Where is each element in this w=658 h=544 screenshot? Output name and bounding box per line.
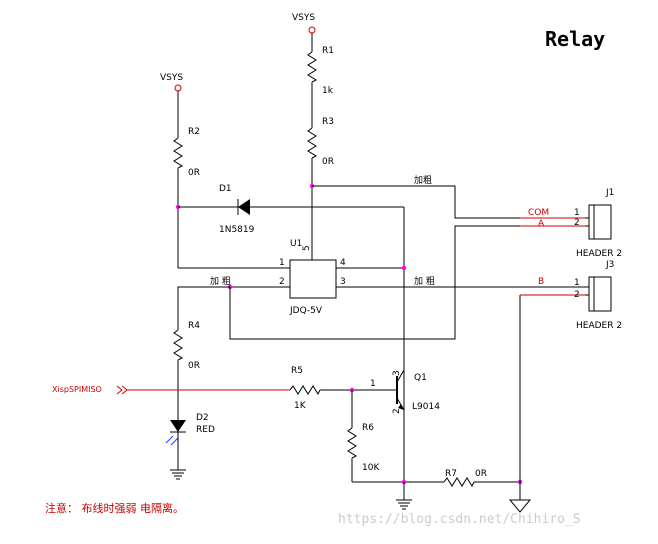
j1-part: HEADER 2 bbox=[576, 249, 622, 259]
thick-label-3: 加 粗 bbox=[414, 275, 435, 287]
r5-value: 1K bbox=[294, 401, 307, 411]
r1-resistor bbox=[307, 51, 318, 83]
j1-ref: J1 bbox=[605, 188, 614, 198]
com-net-label: COM bbox=[528, 208, 549, 218]
r2-value: 0R bbox=[188, 168, 200, 178]
d2-ref: D2 bbox=[196, 413, 209, 423]
vsys-left-terminal bbox=[174, 84, 182, 92]
j3-part: HEADER 2 bbox=[576, 321, 622, 331]
r4-value: 0R bbox=[188, 361, 200, 371]
a-net-label: A bbox=[538, 219, 545, 229]
d1-part: 1N5819 bbox=[219, 225, 255, 235]
q1-ref: Q1 bbox=[414, 373, 427, 383]
j1-pin2: 2 bbox=[574, 218, 580, 228]
d2-color: RED bbox=[196, 425, 215, 435]
r5-ref: R5 bbox=[291, 366, 303, 376]
ground-led bbox=[170, 469, 186, 480]
r7-value: 0R bbox=[475, 469, 487, 479]
signal-port-arrow bbox=[116, 385, 128, 395]
u1-part: JDQ-5V bbox=[289, 306, 323, 316]
r6-resistor bbox=[347, 427, 358, 459]
vsys-top-terminal bbox=[308, 26, 316, 34]
vsys-left-label: VSYS bbox=[160, 73, 183, 83]
q1-collector bbox=[396, 369, 405, 383]
signal-label: XispSPIMISO bbox=[52, 385, 102, 394]
u1-pin5: 5 bbox=[302, 245, 312, 251]
r1-ref: R1 bbox=[322, 46, 334, 56]
relay-u1 bbox=[289, 259, 337, 299]
u1-pin2: 2 bbox=[279, 277, 285, 287]
r3-resistor bbox=[307, 127, 318, 159]
d2-led bbox=[170, 420, 186, 432]
u1-pin4: 4 bbox=[340, 258, 346, 268]
q1-pin1: 1 bbox=[370, 379, 376, 389]
led-ray-1 bbox=[165, 435, 174, 444]
j3-pin2: 2 bbox=[574, 290, 580, 300]
thick-label-1: 加粗 bbox=[414, 174, 432, 186]
thick-label-2: 加 粗 bbox=[210, 275, 231, 287]
d1-ref: D1 bbox=[219, 184, 232, 194]
r2-ref: R2 bbox=[188, 127, 200, 137]
schematic-title: Relay bbox=[545, 27, 605, 51]
j3-pin1: 1 bbox=[574, 278, 580, 288]
isolation-note: 注意： 布线时强弱 电隔离。 bbox=[45, 501, 184, 515]
led-ray-2 bbox=[170, 437, 179, 446]
junction-pin4 bbox=[401, 265, 407, 271]
header-j1 bbox=[585, 204, 612, 240]
q1-emitter-arrow bbox=[398, 404, 404, 410]
q1-pin2: 2 bbox=[392, 408, 402, 414]
u1-pin1: 1 bbox=[279, 258, 285, 268]
r6-ref: R6 bbox=[362, 423, 374, 433]
q1-part: L9014 bbox=[412, 402, 440, 412]
r7-resistor bbox=[443, 477, 475, 488]
r1-value: 1k bbox=[322, 86, 334, 96]
r7-ref: R7 bbox=[445, 469, 457, 479]
watermark: https://blog.csdn.net/Chihiro_S bbox=[338, 512, 581, 527]
r6-value: 10K bbox=[362, 463, 380, 473]
u1-ref: U1 bbox=[290, 239, 302, 249]
r3-value: 0R bbox=[322, 157, 334, 167]
b-net-label: B bbox=[538, 277, 544, 287]
vsys-top-label: VSYS bbox=[292, 13, 315, 23]
j3-ref: J3 bbox=[605, 260, 614, 270]
earth-ground bbox=[508, 499, 532, 513]
header-j3 bbox=[585, 276, 612, 312]
ground-emitter bbox=[396, 499, 412, 510]
d1-diode bbox=[238, 199, 250, 215]
r4-resistor bbox=[173, 329, 184, 361]
u1-pin3: 3 bbox=[340, 277, 346, 287]
r5-resistor bbox=[289, 385, 321, 396]
q1-pin3: 3 bbox=[392, 370, 402, 376]
r3-ref: R3 bbox=[322, 117, 334, 127]
j1-pin1: 1 bbox=[574, 208, 580, 218]
r4-ref: R4 bbox=[188, 321, 200, 331]
r2-resistor bbox=[173, 137, 184, 169]
